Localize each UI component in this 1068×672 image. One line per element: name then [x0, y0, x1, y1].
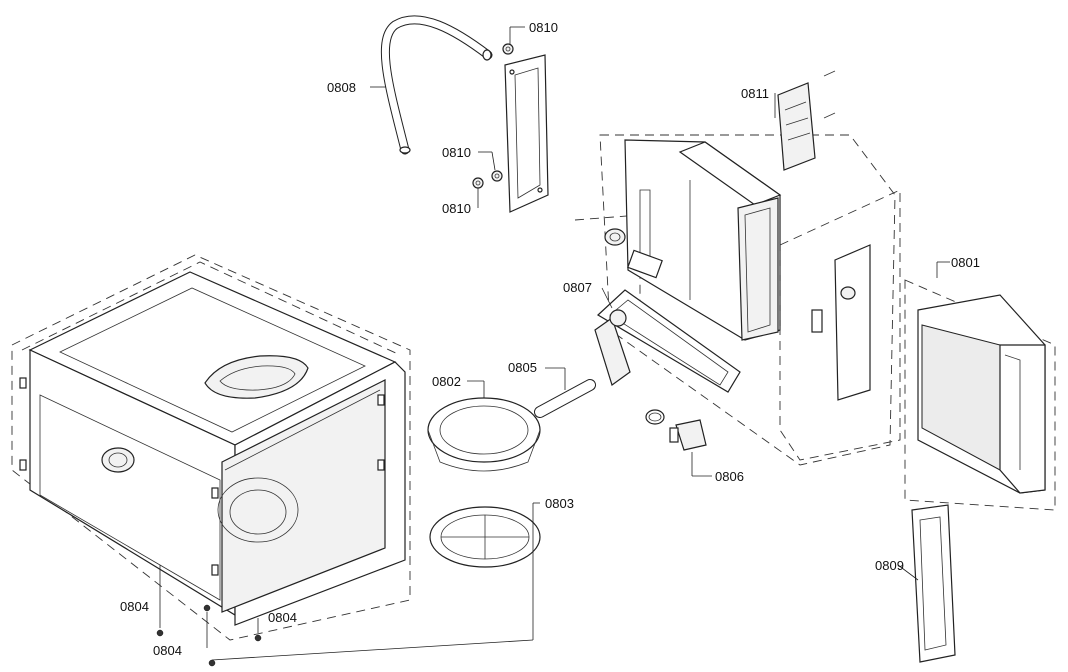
tank-box [624, 139, 782, 341]
circuit-board-0811 [777, 70, 836, 171]
turntable-ring-0802 [427, 397, 541, 472]
callout-0809: 0809 [875, 558, 904, 573]
callout-0803: 0803 [545, 496, 574, 511]
callout-0810-top: 0810 [529, 20, 558, 35]
callout-0808: 0808 [327, 80, 356, 95]
callout-0804-right: 0804 [268, 610, 297, 625]
tube-0808 [380, 15, 493, 155]
bracket-plate [504, 54, 549, 213]
pump-0806 [669, 419, 707, 451]
callout-labels: 0801 0802 0803 0804 0804 0804 0805 0806 … [120, 20, 980, 658]
callout-0807: 0807 [563, 280, 592, 295]
callout-0810-middle: 0810 [442, 145, 471, 160]
seal-ring [645, 409, 665, 425]
callout-0801: 0801 [951, 255, 980, 270]
nut-0810-top [502, 43, 514, 55]
callout-0804-bottom: 0804 [153, 643, 182, 658]
door-0801 [904, 279, 1056, 511]
leader-lines [159, 26, 950, 661]
screws-0804 [156, 604, 262, 667]
nut-0810-middle [491, 170, 503, 182]
grommet [604, 228, 626, 246]
roller-ring-0803 [429, 506, 541, 568]
callout-0806: 0806 [715, 469, 744, 484]
pipe-0805 [534, 379, 596, 418]
callout-0810-bottom: 0810 [442, 201, 471, 216]
callout-0805: 0805 [508, 360, 537, 375]
callout-0802: 0802 [432, 374, 461, 389]
drain-channel-0807 [594, 289, 741, 393]
nut-0810-bottom [472, 177, 484, 189]
side-panel [779, 189, 901, 461]
callout-0804-left: 0804 [120, 599, 149, 614]
oven-cavity [11, 254, 411, 641]
door-seal-0809 [911, 504, 956, 663]
callout-0811: 0811 [741, 86, 769, 101]
